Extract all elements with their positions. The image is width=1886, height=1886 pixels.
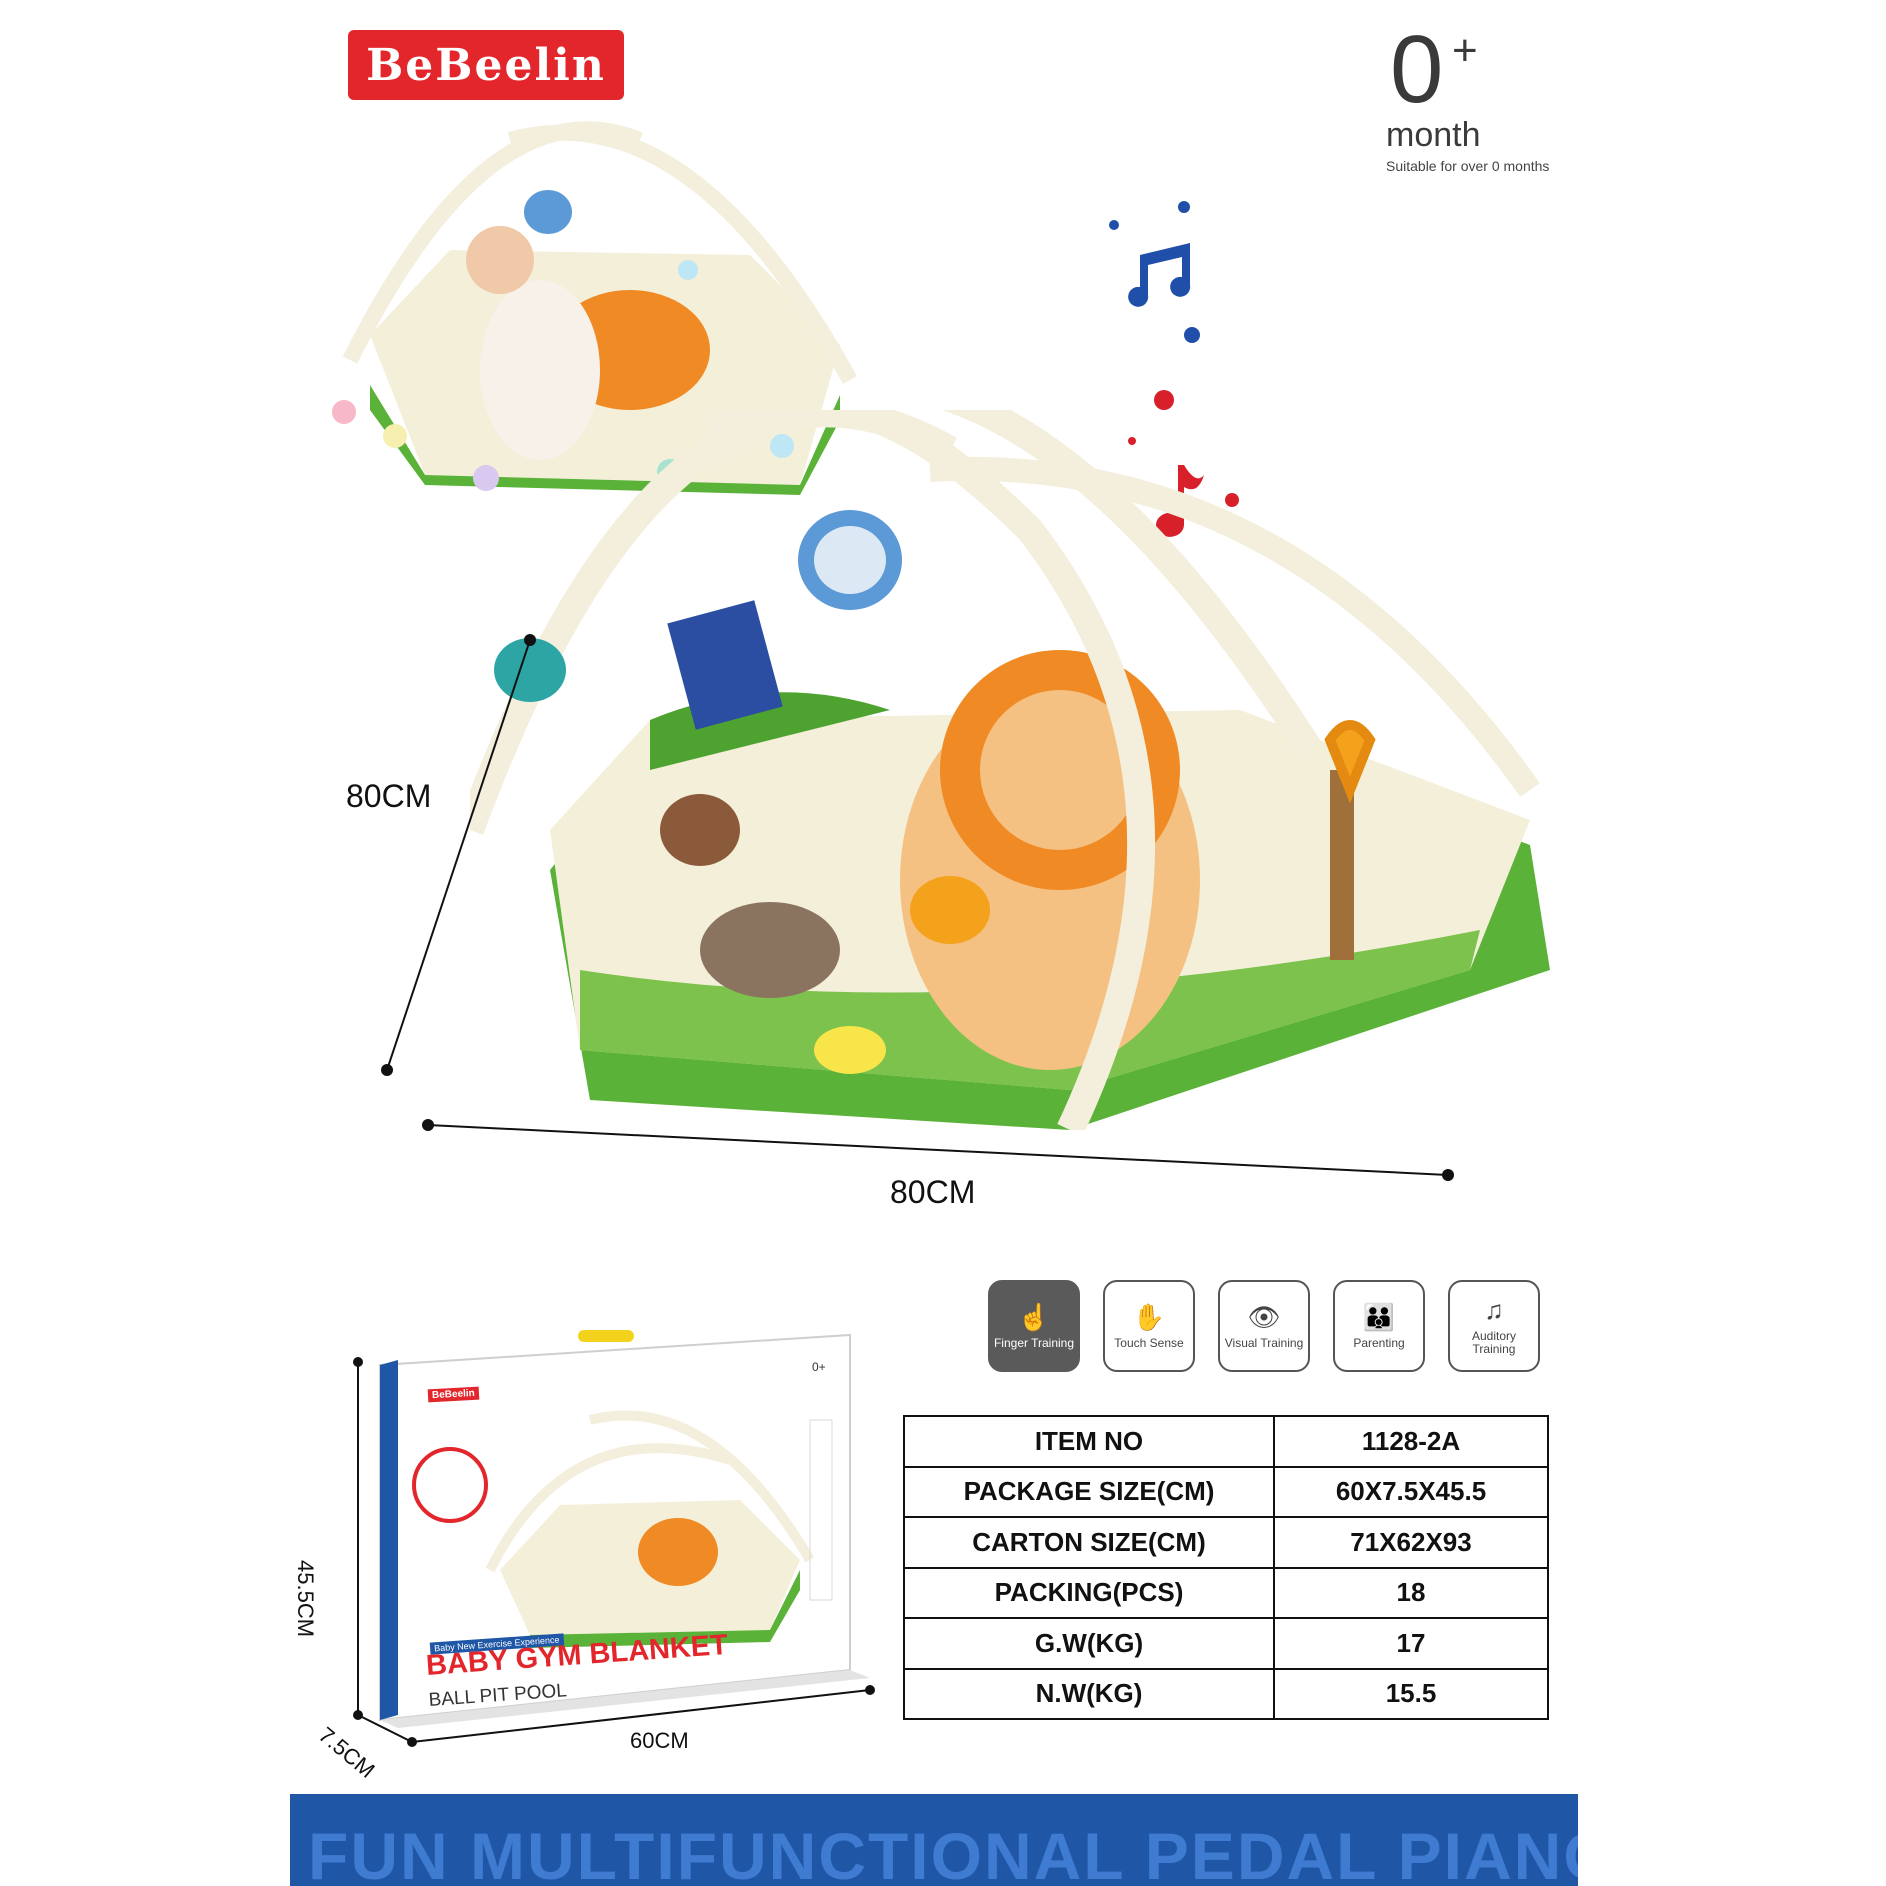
arch-right-top xyxy=(702,410,1322,758)
box-age: 0+ xyxy=(812,1360,826,1374)
parent-child-icon: 👪 xyxy=(1362,1301,1396,1332)
cloth-book xyxy=(667,600,783,730)
spec-label: CARTON SIZE(CM) xyxy=(903,1516,1275,1569)
finger-icon: ☝ xyxy=(1017,1301,1051,1332)
table-row: G.W(KG)17 xyxy=(903,1617,1549,1670)
feature-visual-training: 👁 Visual Training xyxy=(1218,1280,1310,1372)
rattle-toy xyxy=(494,638,566,702)
feature-label: Finger Training xyxy=(993,1335,1075,1350)
spec-label: PACKAGE SIZE(CM) xyxy=(903,1465,1275,1518)
spec-value: 17 xyxy=(1273,1617,1549,1670)
table-row: PACKING(PCS)18 xyxy=(903,1566,1549,1619)
age-plus: + xyxy=(1452,26,1478,75)
table-row: N.W(KG)15.5 xyxy=(903,1667,1549,1720)
spec-label: G.W(KG) xyxy=(903,1617,1275,1670)
spec-value: 60X7.5X45.5 xyxy=(1273,1465,1549,1518)
arch-right-small xyxy=(507,124,858,384)
box-photo-circle xyxy=(412,1447,488,1523)
touch-icon: ✋ xyxy=(1132,1301,1166,1332)
box-dimension-lines xyxy=(353,1357,875,1747)
baby-small xyxy=(480,280,600,460)
spec-value: 71X62X93 xyxy=(1273,1516,1549,1569)
ear-icon: ♫ xyxy=(1484,1295,1504,1325)
feature-finger-training: ☝ Finger Training xyxy=(988,1280,1080,1372)
box-side-stripe xyxy=(380,1360,398,1720)
table-row: CARTON SIZE(CM)71X62X93 xyxy=(903,1516,1549,1569)
feature-label: Touch Sense xyxy=(1114,1335,1184,1350)
blue-note-icon xyxy=(1109,201,1200,343)
feature-label: Visual Training xyxy=(1224,1335,1304,1350)
baby-head-small xyxy=(466,226,534,294)
spec-value: 18 xyxy=(1273,1566,1549,1619)
banner-text: FUN MULTIFUNCTIONAL PEDAL PIANO xyxy=(308,1819,1578,1886)
feature-touch-sense: ✋ Touch Sense xyxy=(1103,1280,1195,1372)
bell-toy xyxy=(910,876,990,944)
box-bottom xyxy=(380,1670,870,1728)
box-height-label: 45.5CM xyxy=(293,1560,318,1638)
spec-value: 1128-2A xyxy=(1273,1415,1549,1468)
feature-auditory-training: ♫ Auditory Training xyxy=(1448,1280,1540,1372)
age-value: 0 xyxy=(1390,16,1444,123)
mat-height-label: 80CM xyxy=(346,778,432,814)
feature-icons: ☝ Finger Training ✋ Touch Sense 👁 Visual… xyxy=(988,1280,1540,1374)
spec-label: PACKING(PCS) xyxy=(903,1566,1275,1619)
age-unit: month xyxy=(1386,116,1481,154)
dimension-lines xyxy=(381,634,1454,1181)
raccoon xyxy=(700,902,840,998)
teether-toy xyxy=(1324,720,1376,804)
box-handle xyxy=(578,1330,634,1342)
mat-width-label: 80CM xyxy=(890,1174,976,1210)
brand-logo: BeBeelin xyxy=(348,30,624,100)
box-feature-column xyxy=(809,1419,833,1601)
box-width-label: 60CM xyxy=(630,1728,689,1753)
feature-label: Parenting xyxy=(1353,1335,1405,1350)
music-notes-icon xyxy=(1109,201,1239,537)
spec-label: ITEM NO xyxy=(903,1415,1275,1468)
age-badge: 0 + month Suitable for over 0 months xyxy=(1386,16,1560,175)
snail xyxy=(814,1026,886,1074)
package-box xyxy=(379,1330,870,1728)
table-row: PACKAGE SIZE(CM)60X7.5X45.5 xyxy=(903,1465,1549,1518)
lion-face xyxy=(980,690,1140,850)
feature-label: Auditory Training xyxy=(1471,1329,1517,1356)
spec-label: N.W(KG) xyxy=(903,1667,1275,1720)
feature-parenting: 👪 Parenting xyxy=(1333,1280,1425,1372)
mirror-toy-small xyxy=(524,190,572,234)
arch-front xyxy=(765,410,1156,1130)
age-note: Suitable for over 0 months xyxy=(1386,158,1550,174)
eye-icon: 👁 xyxy=(1247,1301,1281,1332)
arch-right xyxy=(929,456,1540,797)
spec-value: 15.5 xyxy=(1273,1667,1549,1720)
owl xyxy=(660,794,740,866)
product-main-illustration xyxy=(470,410,1550,1130)
bottom-banner: FUN MULTIFUNCTIONAL PEDAL PIANO xyxy=(290,1794,1578,1886)
